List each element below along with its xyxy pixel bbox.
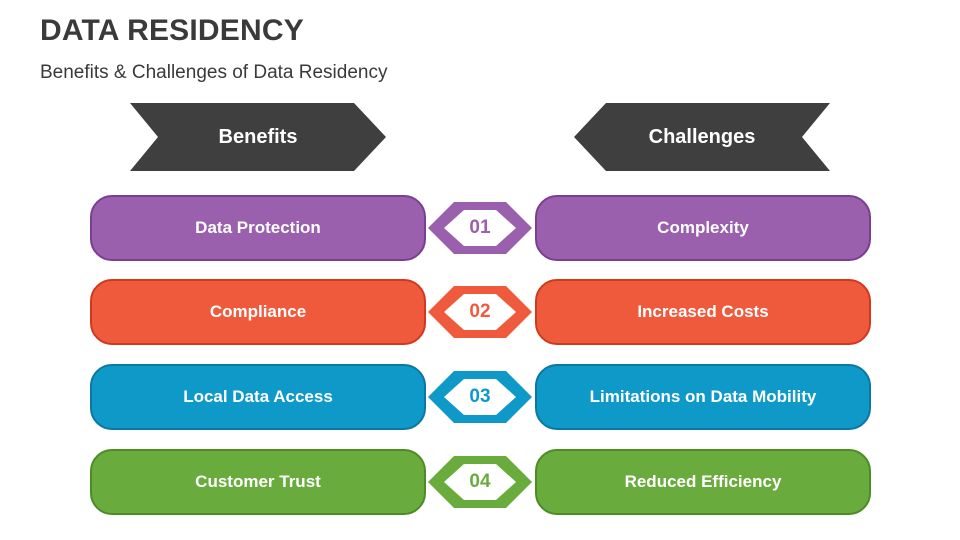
challenges-banner: Challenges [574,103,830,171]
challenge-pill-4: Reduced Efficiency [535,449,871,515]
benefits-banner: Benefits [130,103,386,171]
benefits-banner-shape [130,103,386,171]
page-title: DATA RESIDENCY [40,14,304,47]
number-label-4: 04 [469,471,491,492]
number-hex-2: 02 [428,286,532,338]
number-hex-3: 03 [428,371,532,423]
benefit-pill-3: Local Data Access [90,364,426,430]
challenge-pill-2: Increased Costs [535,279,871,345]
challenge-pill-1: Complexity [535,195,871,261]
benefit-pill-1: Data Protection [90,195,426,261]
benefit-pill-4: Customer Trust [90,449,426,515]
hexagon-icon [428,286,532,338]
hexagon-icon [428,202,532,254]
challenge-pill-3: Limitations on Data Mobility [535,364,871,430]
number-label-3: 03 [469,386,491,407]
page-subtitle: Benefits & Challenges of Data Residency [40,62,388,83]
challenges-banner-shape [574,103,830,171]
hexagon-icon [428,456,532,508]
number-label-1: 01 [469,217,491,238]
number-hex-1: 01 [428,202,532,254]
benefits-label: Benefits [218,125,298,148]
benefit-pill-2: Compliance [90,279,426,345]
number-label-2: 02 [469,301,491,322]
number-hex-4: 04 [428,456,532,508]
challenges-label: Challenges [648,125,756,148]
hexagon-icon [428,371,532,423]
